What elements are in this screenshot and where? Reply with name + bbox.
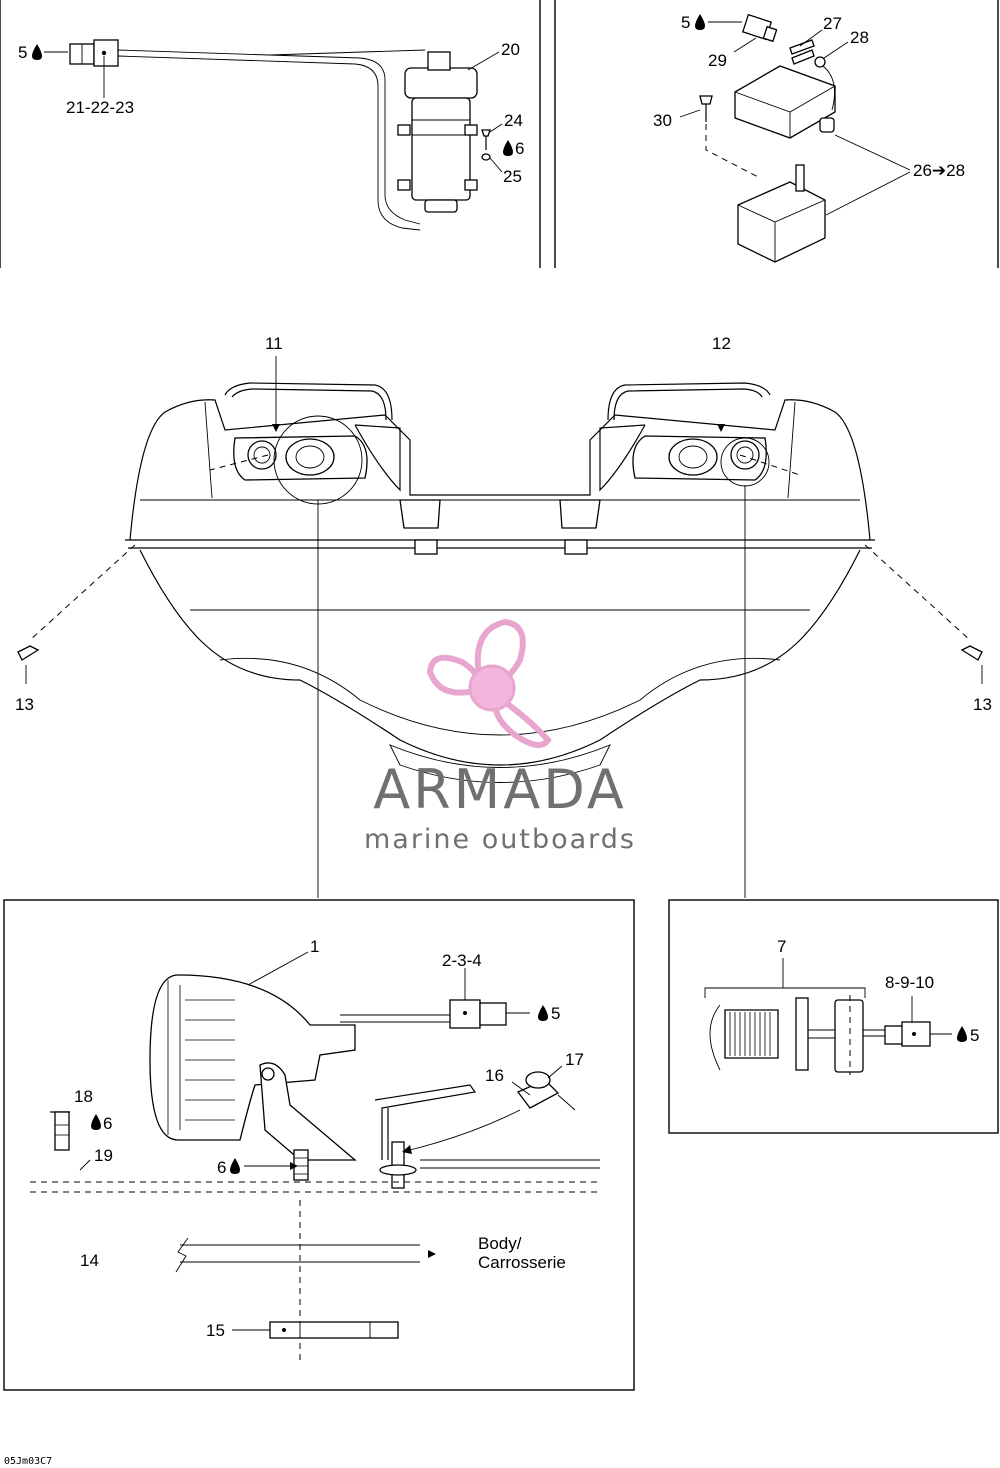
callout-5: 5	[970, 1026, 979, 1045]
callout-20: 20	[501, 40, 520, 59]
callout-28: 28	[850, 28, 869, 47]
callout-6: 6	[217, 1158, 226, 1177]
callout-29: 29	[708, 51, 727, 70]
hull-rear-view	[17, 356, 983, 898]
callout-24: 24	[504, 111, 523, 130]
callout-25: 25	[503, 167, 522, 186]
callout-1: 1	[310, 937, 319, 956]
propeller-logo	[426, 618, 552, 748]
propeller-hub	[468, 664, 516, 712]
oil-drop-icon	[32, 44, 42, 60]
callout-13: 13	[15, 695, 34, 714]
callout-labels: 5 21-22-23 20 24 6 25 5 27 28 29 30 26➔2…	[4, 13, 992, 1467]
body-label-line2: Carrosserie	[478, 1253, 566, 1272]
pump-assembly	[44, 39, 503, 231]
callout-6: 6	[103, 1114, 112, 1133]
figure-code: 05Jm03C7	[4, 1456, 52, 1467]
oil-drop-icons	[32, 14, 967, 1174]
callout-5: 5	[18, 43, 27, 62]
headlight-detail-box	[3, 899, 635, 1391]
relay-assembly	[679, 13, 911, 263]
callout-14: 14	[80, 1251, 99, 1270]
top-frames	[0, 0, 999, 268]
callout-5: 5	[681, 13, 690, 32]
callout-16: 16	[485, 1066, 504, 1085]
callout-19: 19	[94, 1146, 113, 1165]
callout-6: 6	[515, 139, 524, 158]
oil-drop-icon	[695, 14, 705, 30]
callout-5: 5	[551, 1004, 560, 1023]
oil-drop-icon	[91, 1114, 101, 1130]
callout-21-22-23: 21-22-23	[66, 98, 134, 117]
taillight-detail-box	[668, 899, 999, 1134]
lamp-fins	[185, 999, 235, 1121]
oil-drop-icon	[503, 140, 513, 156]
callout-7: 7	[777, 937, 786, 956]
callout-12: 12	[712, 334, 731, 353]
watermark-brand: ARMADA	[373, 758, 627, 821]
bulb-coil	[729, 1012, 771, 1056]
callout-13: 13	[973, 695, 992, 714]
propeller-blade-top	[474, 618, 526, 685]
callout-30: 30	[653, 111, 672, 130]
callout-27: 27	[823, 14, 842, 33]
oil-drop-icon	[230, 1158, 240, 1174]
body-label-line1: Body/	[478, 1234, 522, 1253]
watermark-tagline: marine outboards	[364, 824, 636, 855]
oil-drop-icon	[538, 1005, 548, 1021]
propeller-blade-right	[492, 697, 552, 748]
callout-26-28: 26➔28	[913, 161, 965, 180]
oil-drop-icon	[957, 1026, 967, 1042]
callout-2-3-4: 2-3-4	[442, 951, 482, 970]
callout-18: 18	[74, 1087, 93, 1106]
callout-8-9-10: 8-9-10	[885, 973, 934, 992]
callout-11: 11	[265, 334, 283, 353]
callout-15: 15	[206, 1321, 225, 1340]
callout-17: 17	[565, 1050, 584, 1069]
armada-watermark: ARMADA marine outboards	[364, 618, 636, 855]
